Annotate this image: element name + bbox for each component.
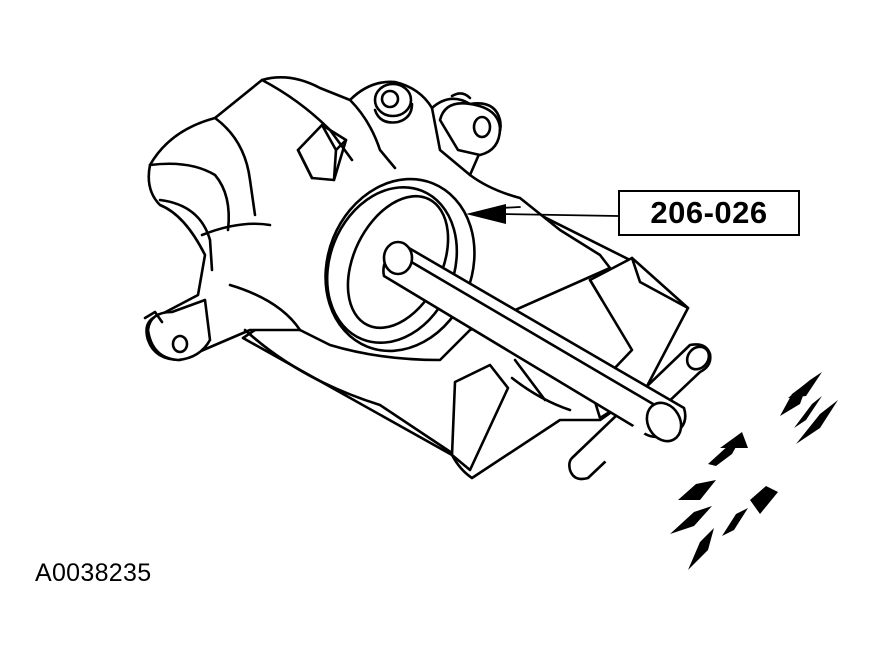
tool-number-label: 206-026 (650, 195, 768, 230)
figure-id-label: A0038235 (35, 559, 152, 587)
piston-tool-illustration (382, 240, 712, 481)
tool-callout-box: 206-026 (618, 190, 800, 236)
callout-leader (466, 204, 619, 224)
arrowhead-icon (466, 204, 506, 224)
air-pressure-arrows-icon (670, 372, 838, 570)
